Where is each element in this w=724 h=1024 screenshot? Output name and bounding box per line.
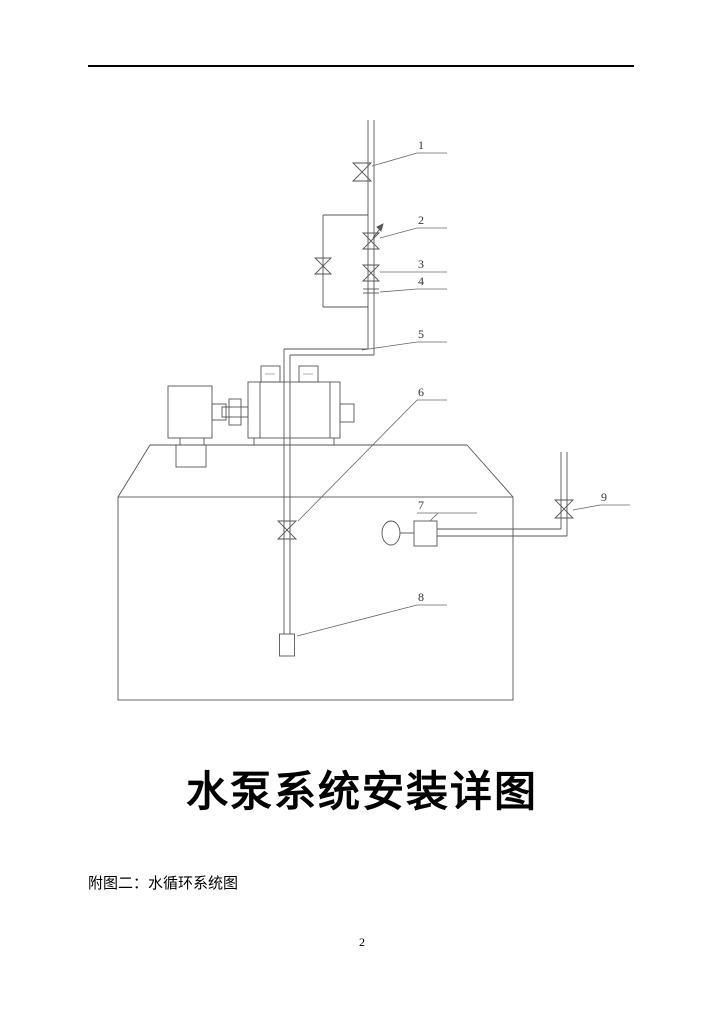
- diagram-title: 水泵系统安装详图: [185, 768, 538, 815]
- header-rule: [88, 65, 634, 67]
- suction-pipe: [283, 349, 291, 634]
- foot-valve: [279, 633, 295, 657]
- bypass-loop-pipe: [322, 214, 368, 308]
- callout-6-label: 6: [418, 385, 424, 399]
- tank: [117, 496, 514, 701]
- callout-1-label: 1: [418, 138, 424, 152]
- bypass-gate-valve-icon: [313, 257, 333, 275]
- gate-valve-3-icon: [361, 264, 381, 282]
- callout-3-label: 3: [418, 257, 424, 271]
- callout-8: 8: [296, 590, 447, 637]
- callout-7: 7: [417, 498, 477, 522]
- callout-1: 1: [371, 138, 447, 167]
- callout-5-label: 5: [418, 327, 424, 341]
- discharge-header-pipe: [284, 348, 374, 356]
- callout-7-label: 7: [418, 498, 424, 512]
- motor: [167, 385, 213, 445]
- flange-4-icon: [363, 288, 379, 294]
- page-number: 2: [359, 935, 365, 949]
- callout-2: 2: [379, 213, 447, 239]
- pump-body: [247, 381, 355, 445]
- pump-gauge-boxes: [260, 365, 319, 383]
- callout-9: 9: [572, 490, 630, 511]
- platform: [117, 444, 514, 498]
- callout-4: 4: [379, 274, 447, 293]
- gate-valve-9-icon: [553, 499, 575, 519]
- gate-valve-1-icon: [351, 162, 373, 182]
- float-switch: [381, 520, 438, 547]
- relief-valve-2-icon: [361, 223, 384, 250]
- callout-8-label: 8: [418, 590, 424, 604]
- callout-9-label: 9: [601, 490, 607, 504]
- figure-caption: 附图二：水循环系统图: [88, 876, 239, 892]
- gate-valve-6-icon: [276, 520, 298, 540]
- motor-support: [175, 444, 207, 468]
- callout-6: 6: [297, 385, 447, 522]
- coupling: [211, 398, 249, 426]
- callout-3: 3: [380, 257, 447, 273]
- callout-4-label: 4: [418, 274, 424, 288]
- callout-2-label: 2: [418, 213, 424, 227]
- level-pipe: [437, 452, 568, 537]
- callout-5: 5: [361, 327, 447, 351]
